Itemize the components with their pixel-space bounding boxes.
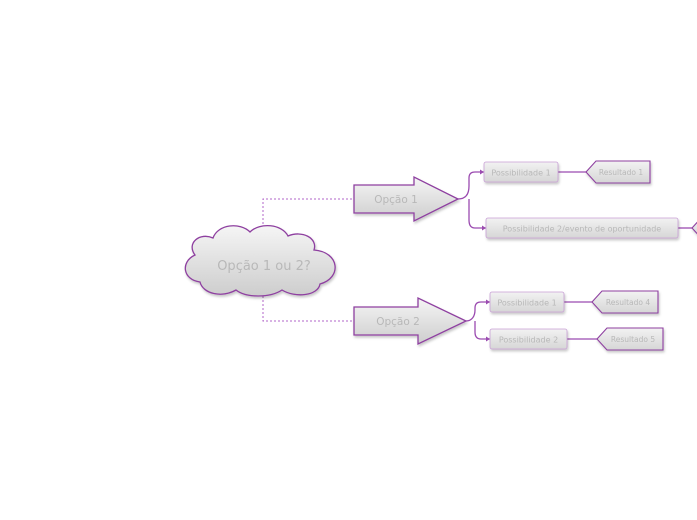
connector-central-option-1 <box>262 198 354 232</box>
result-node-1-label: Resultado 1 <box>599 168 644 177</box>
branch-2-possibility-1[interactable]: Possibilidade 1 <box>489 291 565 313</box>
branch-1-possibility-1-label: Possibilidade 1 <box>491 169 550 178</box>
connector-option-2-branches <box>465 301 490 340</box>
branch-2-possibility-2-label: Possibilidade 2 <box>499 336 558 345</box>
option-1-label: Opção 1 <box>374 194 418 206</box>
connectors-central <box>262 198 354 322</box>
connector-central-option-2 <box>262 292 354 322</box>
result-node-5[interactable]: Resultado 5 <box>596 327 664 351</box>
result-node-5-label: Resultado 5 <box>611 335 656 344</box>
central-topic[interactable]: Opção 1 ou 2? <box>184 225 336 297</box>
central-cloud-shape <box>184 225 336 297</box>
branch-1-possibility-2[interactable]: Possibilidade 2/evento de oportunidade <box>485 217 679 239</box>
option-2-arrow-shape <box>353 296 468 346</box>
branch-arrowheads <box>480 169 490 342</box>
result-node-2[interactable] <box>691 217 697 239</box>
option-2-label: Opção 2 <box>376 316 420 328</box>
branch-2-possibility-2[interactable]: Possibilidade 2 <box>489 328 568 350</box>
branch-1-possibility-1[interactable]: Possibilidade 1 <box>483 161 559 183</box>
connectors-branches <box>457 171 692 340</box>
connector-option-1-branches <box>457 171 486 229</box>
result-node-1[interactable]: Resultado 1 <box>585 160 651 184</box>
branch-1-possibility-2-label: Possibilidade 2/evento de oportunidade <box>503 225 662 234</box>
result-node-4-label: Resultado 4 <box>606 298 651 307</box>
result-node-4[interactable]: Resultado 4 <box>591 290 659 314</box>
option-1-arrow-shape <box>353 175 460 223</box>
option-1-node[interactable]: Opção 1 <box>353 175 460 223</box>
option-2-node[interactable]: Opção 2 <box>353 296 468 346</box>
central-topic-label: Opção 1 ou 2? <box>217 259 311 274</box>
branch-2-possibility-1-label: Possibilidade 1 <box>497 299 556 308</box>
